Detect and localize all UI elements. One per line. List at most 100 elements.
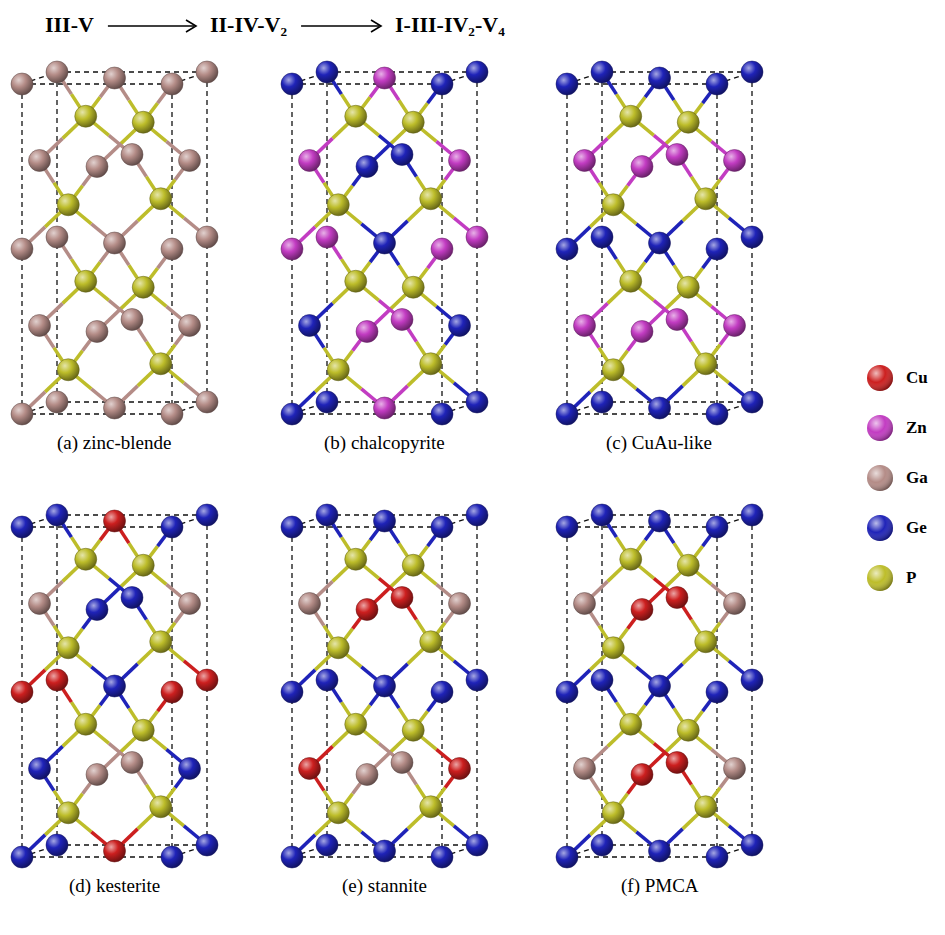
atom: [57, 194, 79, 216]
atom: [161, 516, 183, 538]
atom: [345, 713, 367, 735]
atom: [327, 802, 349, 824]
atom: [741, 669, 763, 691]
cell-edge: [567, 413, 717, 414]
atom: [666, 752, 688, 774]
atom: [299, 150, 321, 172]
atom: [724, 150, 746, 172]
atom: [391, 587, 413, 609]
unit-cell: [11, 61, 218, 425]
atom: [602, 637, 624, 659]
atom: [556, 846, 578, 868]
cell-edge: [567, 83, 717, 84]
atom: [121, 587, 143, 609]
atom: [46, 391, 68, 413]
atom: [466, 504, 488, 526]
atom: [57, 802, 79, 824]
atom: [466, 834, 488, 856]
arrow-head: [371, 20, 381, 32]
atom: [741, 834, 763, 856]
cell-edge: [327, 514, 477, 515]
panel-caption: (a) zinc-blende: [57, 432, 171, 454]
atom: [29, 150, 51, 172]
atom: [281, 516, 303, 538]
atom: [591, 61, 613, 83]
atom: [161, 846, 183, 868]
atom: [431, 73, 453, 95]
atom: [327, 359, 349, 381]
atom: [420, 631, 442, 653]
cell-edge: [327, 71, 477, 72]
unit-cell: [556, 504, 763, 868]
arrow: [301, 25, 379, 27]
atom: [316, 504, 338, 526]
atom: [104, 675, 126, 697]
atom: [677, 719, 699, 741]
atom: [677, 554, 699, 576]
atom: [431, 681, 453, 703]
legend-swatch: [867, 465, 893, 491]
atom: [281, 846, 303, 868]
atom: [374, 232, 396, 254]
panel-caption: (d) kesterite: [69, 875, 160, 897]
arrow: [108, 25, 194, 27]
atom: [11, 238, 33, 260]
atom: [391, 309, 413, 331]
atom: [631, 764, 653, 786]
atom: [620, 713, 642, 735]
atom: [420, 188, 442, 210]
atom: [104, 510, 126, 532]
atom: [649, 675, 671, 697]
legend-label: Zn: [906, 418, 927, 438]
atom: [591, 391, 613, 413]
swatch-shading: [867, 365, 893, 391]
atom: [11, 846, 33, 868]
atom: [695, 353, 717, 375]
atom: [132, 719, 154, 741]
atom: [29, 593, 51, 615]
atom: [86, 156, 108, 178]
atom: [86, 764, 108, 786]
atom: [374, 67, 396, 89]
formula-label: I-III-IV₂-V₄: [395, 12, 505, 38]
cell-edge: [292, 83, 442, 84]
atom: [649, 840, 671, 862]
atom: [666, 309, 688, 331]
cell-edge: [22, 526, 172, 527]
atom: [706, 403, 728, 425]
atom: [299, 758, 321, 780]
atom: [345, 548, 367, 570]
cell-edge: [567, 526, 717, 527]
cell-edge: [602, 514, 752, 515]
atom: [741, 391, 763, 413]
cell-edge: [327, 844, 477, 845]
atom: [46, 504, 68, 526]
atom: [57, 637, 79, 659]
atom: [104, 232, 126, 254]
atom: [649, 67, 671, 89]
atom: [316, 61, 338, 83]
swatch-shading: [867, 515, 893, 541]
atom: [431, 403, 453, 425]
atom: [649, 232, 671, 254]
atom: [666, 144, 688, 166]
legend-swatch: [867, 565, 893, 591]
atom: [724, 593, 746, 615]
atom: [196, 504, 218, 526]
atom: [374, 675, 396, 697]
atom: [11, 73, 33, 95]
cell-edge: [602, 71, 752, 72]
atom: [46, 61, 68, 83]
atom: [591, 834, 613, 856]
cell-edge: [22, 856, 172, 857]
atom: [620, 105, 642, 127]
atom: [574, 758, 596, 780]
atom: [46, 669, 68, 691]
atom: [356, 321, 378, 343]
atom: [150, 188, 172, 210]
atom: [556, 73, 578, 95]
atom: [402, 719, 424, 741]
atom: [402, 111, 424, 133]
cell-edge: [292, 856, 442, 857]
atom: [677, 276, 699, 298]
